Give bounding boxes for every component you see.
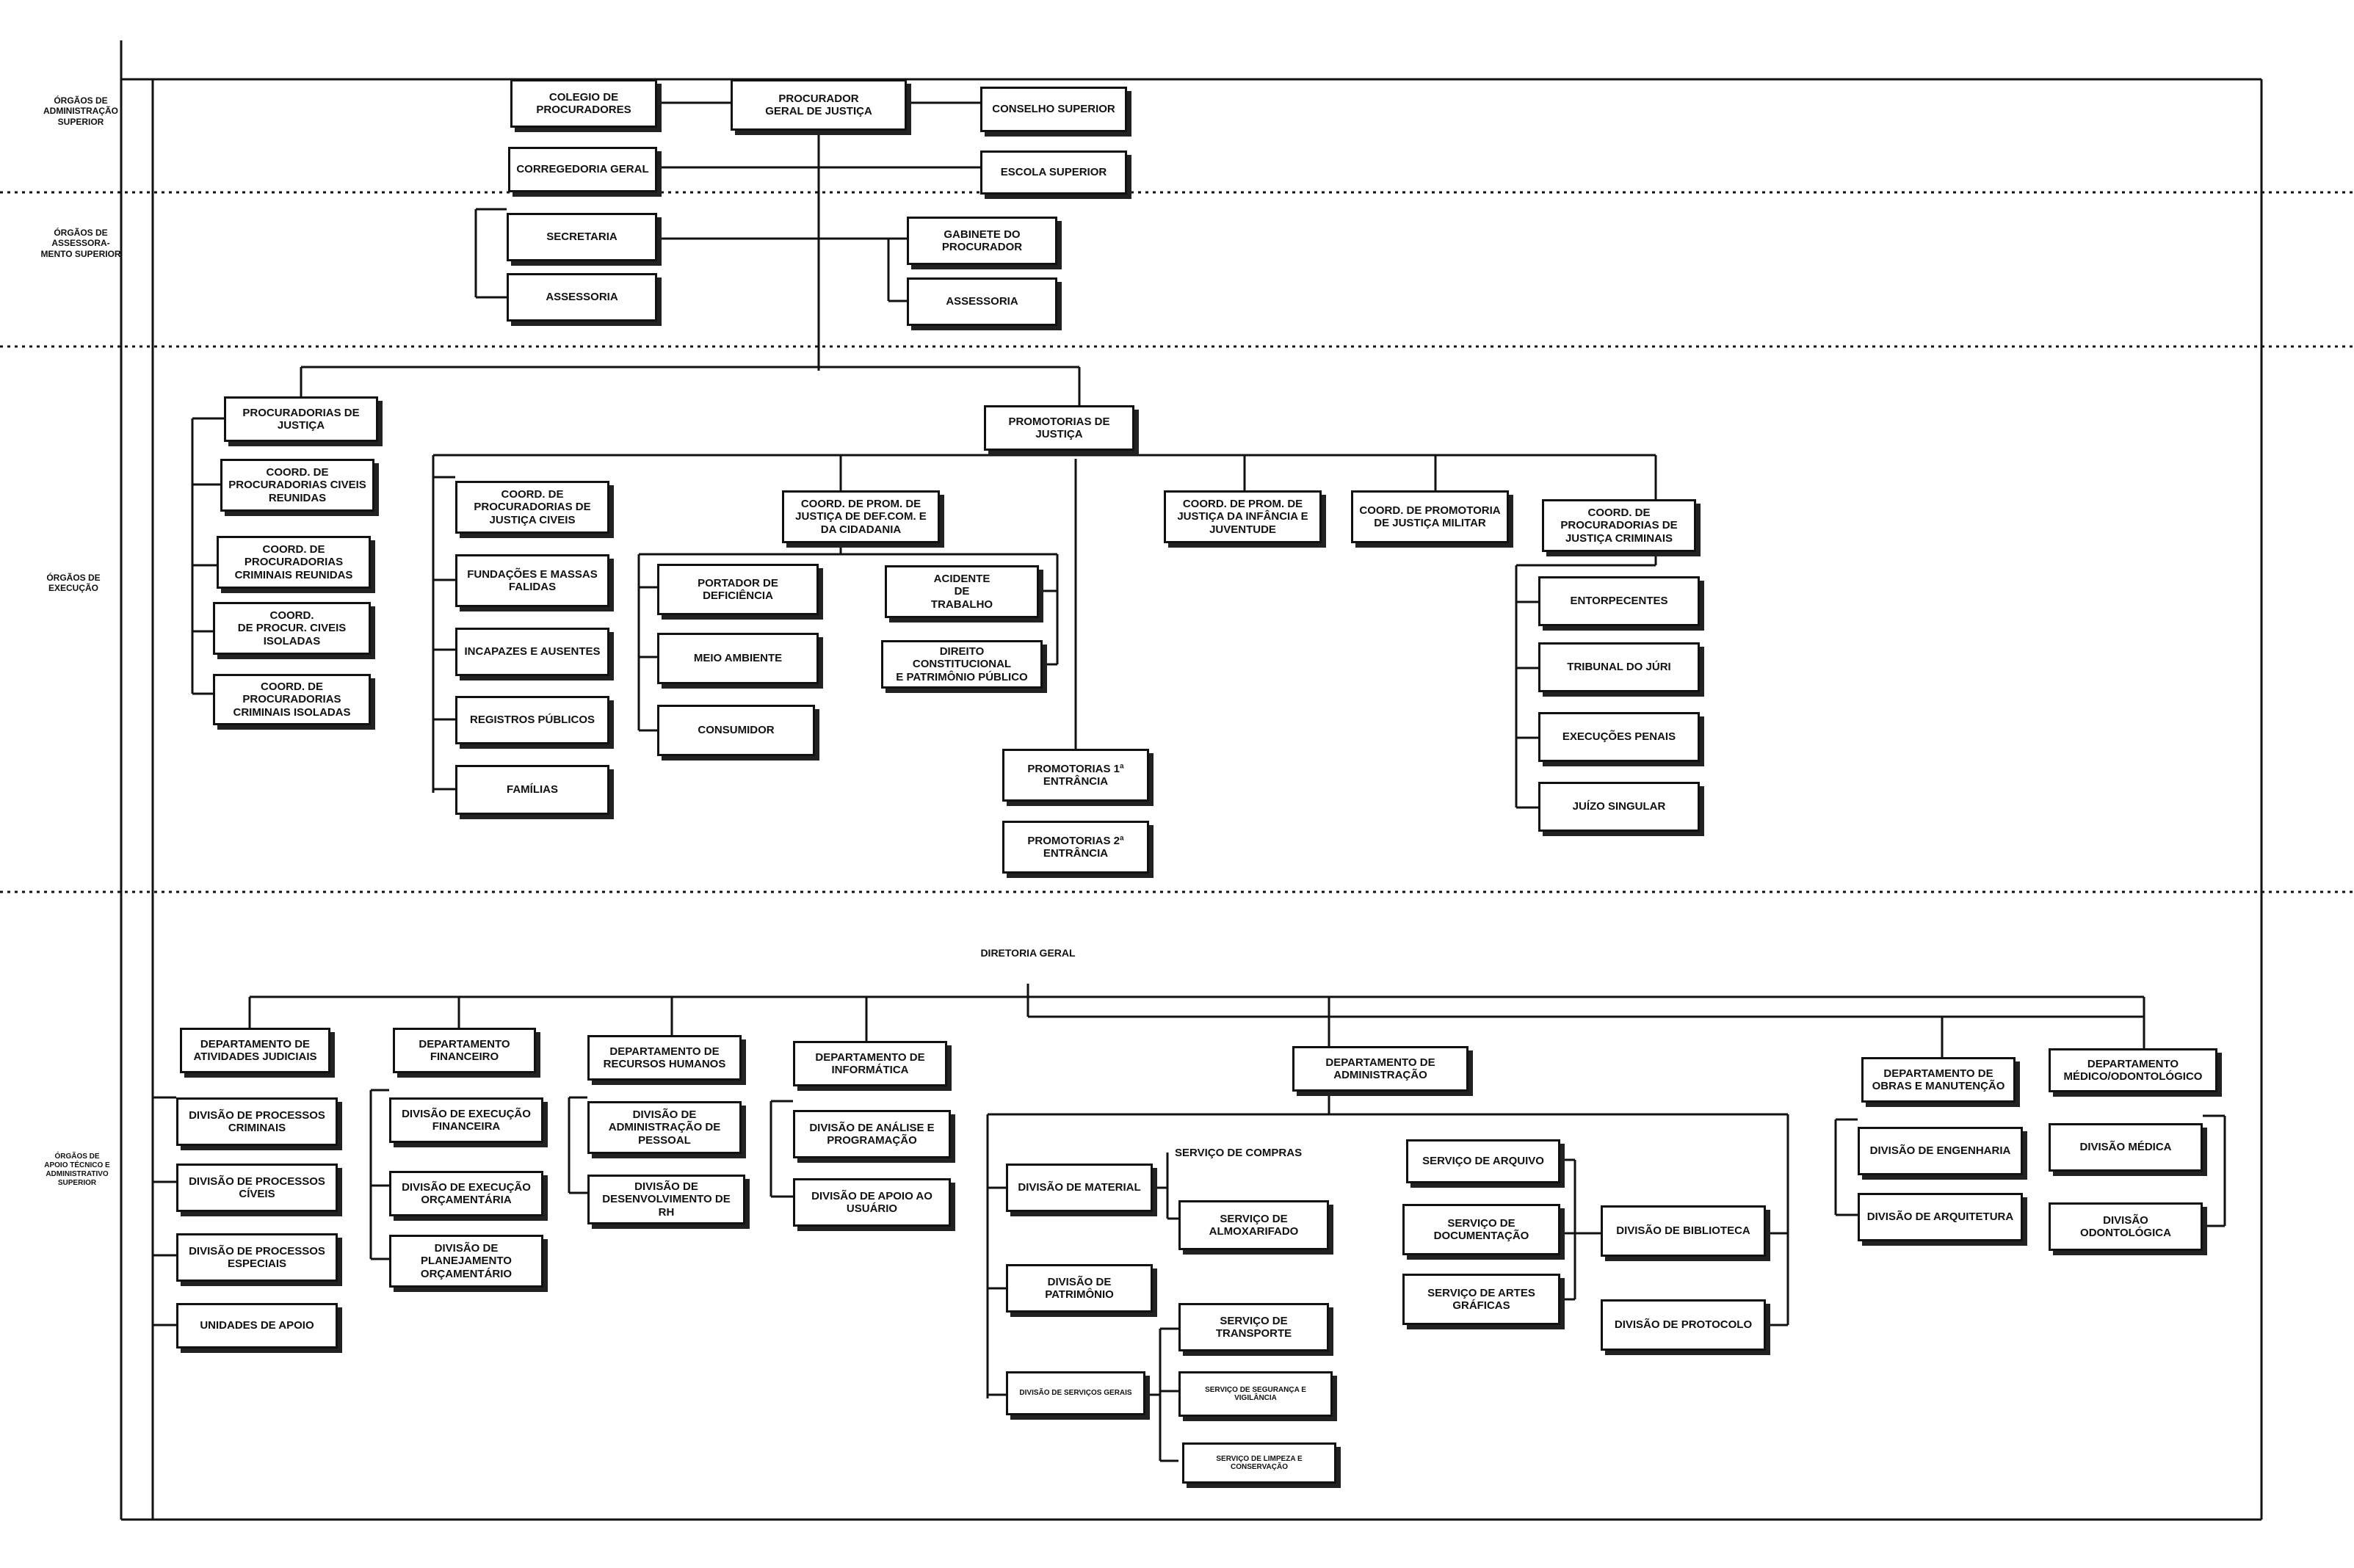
def-left-1: MEIO AMBIENTE	[657, 633, 819, 684]
coord-militar-box: COORD. DE PROMOTORIA DE JUSTIÇA MILITAR	[1351, 490, 1509, 543]
colegio-procuradores-box: COLEGIO DE PROCURADORES	[510, 79, 657, 128]
promotorias-2-box: PROMOTORIAS 2ª ENTRÂNCIA	[1002, 821, 1149, 874]
def-left-2: CONSUMIDOR	[657, 705, 815, 756]
judiciais-child-0: DIVISÃO DE PROCESSOS CRIMINAIS	[176, 1097, 338, 1146]
financeiro-child-0: DIVISÃO DE EXECUÇÃO FINANCEIRA	[389, 1097, 543, 1143]
informatica-child-1: DIVISÃO DE APOIO AO USUÁRIO	[793, 1178, 951, 1227]
obras-child-1: DIVISÃO DE ARQUITETURA	[1858, 1193, 2023, 1241]
informatica-child-0: DIVISÃO DE ANÁLISE E PROGRAMAÇÃO	[793, 1110, 951, 1158]
rh-child-0: DIVISÃO DE ADMINISTRAÇÃO DE PESSOAL	[587, 1101, 742, 1154]
corregedoria-box: CORREGEDORIA GERAL	[508, 147, 657, 192]
proc-child-2: COORD. DE PROCUR. CIVEIS ISOLADAS	[213, 602, 371, 655]
section-execucao: ÓRGÃOS DE EXECUÇÃO	[46, 573, 101, 594]
judiciais-child-3: UNIDADES DE APOIO	[176, 1303, 338, 1349]
medico-child-1: DIVISÃO ODONTOLÓGICA	[2049, 1202, 2203, 1251]
serv-seguranca-box: SERVIÇO DE SEGURANÇA E VIGILÂNCIA	[1178, 1371, 1333, 1417]
serv-documentacao-box: SERVIÇO DE DOCUMENTAÇÃO	[1402, 1204, 1560, 1255]
dep-medico-box: DEPARTAMENTO MÉDICO/ODONTOLÓGICO	[2049, 1048, 2217, 1092]
serv-limpeza-box: SERVIÇO DE LIMPEZA E CONSERVAÇÃO	[1182, 1442, 1336, 1484]
section-admin-superior: ÓRGÃOS DE ADMINISTRAÇÃO SUPERIOR	[43, 95, 118, 127]
div-protocolo-box: DIVISÃO DE PROTOCOLO	[1601, 1299, 1766, 1351]
div-material-box: DIVISÃO DE MATERIAL	[1006, 1164, 1153, 1212]
escola-superior-box: ESCOLA SUPERIOR	[980, 150, 1127, 195]
coord-def-cidadania-box: COORD. DE PROM. DE JUSTIÇA DE DEF.COM. E…	[782, 490, 940, 543]
serv-arquivo-box: SERVIÇO DE ARQUIVO	[1406, 1139, 1560, 1183]
promotorias-1-box: PROMOTORIAS 1ª ENTRÂNCIA	[1002, 749, 1149, 802]
dep-informatica-box: DEPARTAMENTO DE INFORMÁTICA	[793, 1041, 947, 1086]
dep-obras-box: DEPARTAMENTO DE OBRAS E MANUTENÇÃO	[1861, 1057, 2016, 1103]
dep-judiciais-box: DEPARTAMENTO DE ATIVIDADES JUDICIAIS	[180, 1028, 330, 1073]
criminais-child-2: EXECUÇÕES PENAIS	[1538, 712, 1700, 762]
procuradorias-box: PROCURADORIAS DE JUSTIÇA	[224, 396, 378, 442]
proc-child-1: COORD. DE PROCURADORIAS CRIMINAIS REUNID…	[217, 536, 371, 589]
criminais-child-1: TRIBUNAL DO JÚRI	[1538, 642, 1700, 692]
gabinete-box: GABINETE DO PROCURADOR	[907, 217, 1057, 265]
coord-civeis-box: COORD. DE PROCURADORIAS DE JUSTIÇA CIVEI…	[455, 481, 609, 534]
dep-administracao-box: DEPARTAMENTO DE ADMINISTRAÇÃO	[1292, 1046, 1468, 1092]
promotorias-box: PROMOTORIAS DE JUSTIÇA	[984, 405, 1134, 451]
serv-transporte-box: SERVIÇO DE TRANSPORTE	[1178, 1303, 1329, 1351]
div-servicos-box: DIVISÃO DE SERVIÇOS GERAIS	[1006, 1371, 1145, 1415]
financeiro-child-2: DIVISÃO DE PLANEJAMENTO ORÇAMENTÁRIO	[389, 1235, 543, 1288]
criminais-child-0: ENTORPECENTES	[1538, 576, 1700, 626]
rh-child-1: DIVISÃO DE DESENVOLVIMENTO DE RH	[587, 1175, 745, 1224]
civeis-child-3: FAMÍLIAS	[455, 765, 609, 815]
medico-child-0: DIVISÃO MÉDICA	[2049, 1123, 2203, 1172]
serv-artes-box: SERVIÇO DE ARTES GRÁFICAS	[1402, 1274, 1560, 1325]
diretoria-geral-label: DIRETORIA GERAL	[980, 947, 1076, 959]
financeiro-child-1: DIVISÃO DE EXECUÇÃO ORÇAMENTÁRIA	[389, 1171, 543, 1216]
secretaria-box: SECRETARIA	[507, 213, 657, 261]
def-right-1: DIREITO CONSTITUCIONAL E PATRIMÔNIO PÚBL…	[881, 640, 1043, 689]
criminais-child-3: JUÍZO SINGULAR	[1538, 782, 1700, 832]
coord-infancia-box: COORD. DE PROM. DE JUSTIÇA DA INFÂNCIA E…	[1164, 490, 1322, 543]
judiciais-child-1: DIVISÃO DE PROCESSOS CÍVEIS	[176, 1164, 338, 1212]
proc-child-3: COORD. DE PROCURADORIAS CRIMINAIS ISOLAD…	[213, 674, 371, 725]
div-biblioteca-box: DIVISÃO DE BIBLIOTECA	[1601, 1205, 1766, 1257]
div-patrimonio-box: DIVISÃO DE PATRIMÔNIO	[1006, 1264, 1153, 1313]
civeis-child-1: INCAPAZES E AUSENTES	[455, 628, 609, 676]
assessoria-left-box: ASSESSORIA	[507, 273, 657, 322]
dep-rh-box: DEPARTAMENTO DE RECURSOS HUMANOS	[587, 1035, 742, 1081]
judiciais-child-2: DIVISÃO DE PROCESSOS ESPECIAIS	[176, 1233, 338, 1282]
def-right-0: ACIDENTE DE TRABALHO	[885, 565, 1039, 618]
assessoria-right-box: ASSESSORIA	[907, 277, 1057, 326]
civeis-child-0: FUNDAÇÕES E MASSAS FALIDAS	[455, 554, 609, 607]
def-left-0: PORTADOR DE DEFICIÊNCIA	[657, 564, 819, 615]
conselho-superior-box: CONSELHO SUPERIOR	[980, 87, 1127, 132]
dep-financeiro-box: DEPARTAMENTO FINANCEIRO	[393, 1028, 536, 1073]
proc-child-0: COORD. DE PROCURADORIAS CIVEIS REUNIDAS	[220, 459, 374, 512]
procurador-geral-box: PROCURADOR GERAL DE JUSTIÇA	[731, 79, 907, 131]
section-apoio: ÓRGÃOS DE APOIO TÉCNICO E ADMINISTRATIVO…	[44, 1153, 110, 1187]
serv-almox-box: SERVIÇO DE ALMOXARIFADO	[1178, 1200, 1329, 1250]
section-assessoramento: ÓRGÃOS DE ASSESSORA- MENTO SUPERIOR	[40, 228, 121, 259]
coord-criminais-box: COORD. DE PROCURADORIAS DE JUSTIÇA CRIMI…	[1542, 499, 1696, 552]
civeis-child-2: REGISTROS PÚBLICOS	[455, 696, 609, 744]
serv-compras-label: SERVIÇO DE COMPRAS	[1175, 1147, 1303, 1159]
obras-child-0: DIVISÃO DE ENGENHARIA	[1858, 1127, 2023, 1175]
